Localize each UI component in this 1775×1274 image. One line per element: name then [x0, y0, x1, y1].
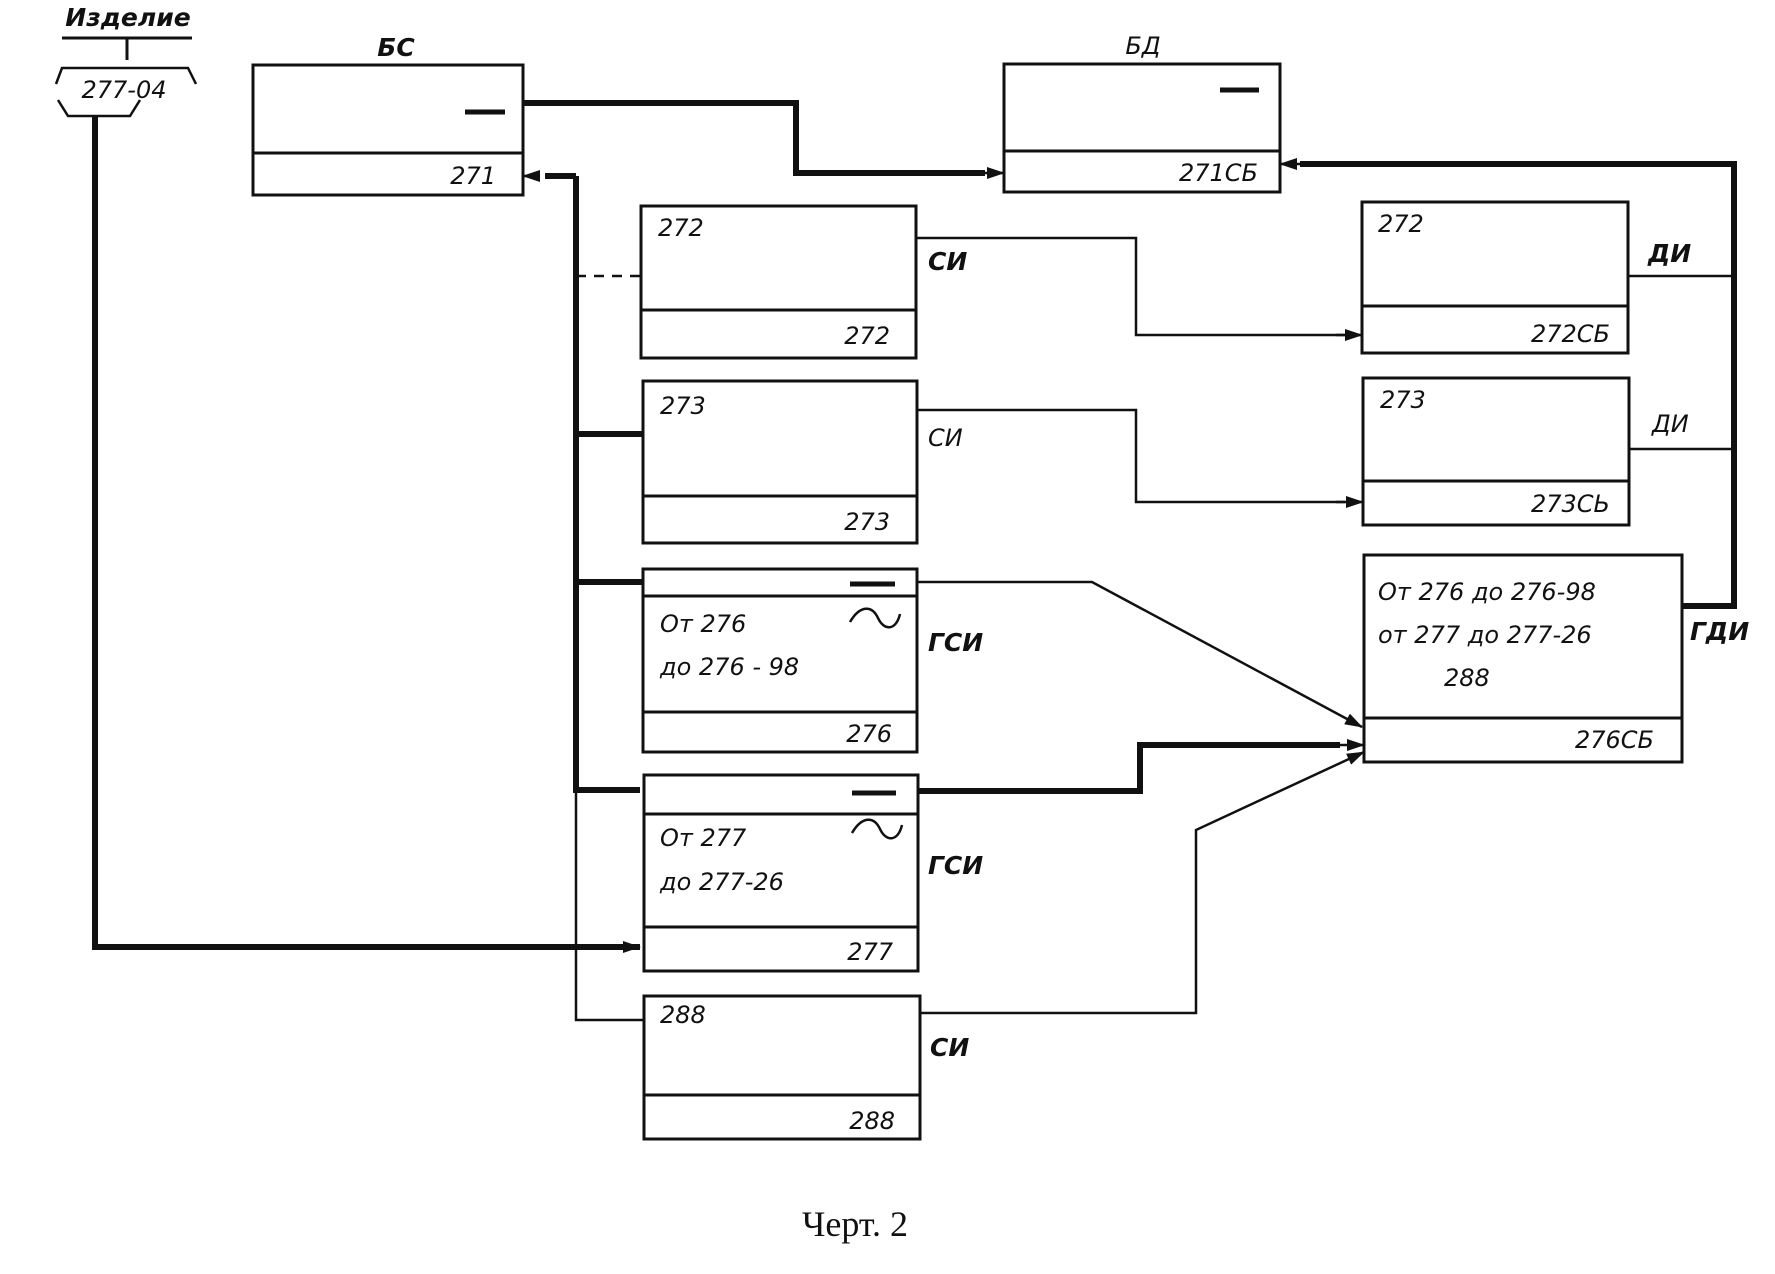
block-288-number: 288 [849, 1107, 895, 1135]
block-276-line2: до 276 - 98 [659, 653, 799, 681]
block-276sb-line3: 288 [1444, 664, 1490, 692]
block-276sb-line1: От 276 до 276-98 [1378, 578, 1596, 606]
wire-bs-bd [523, 100, 985, 176]
bs-number: 271 [450, 162, 496, 190]
ac-symbol [848, 607, 902, 629]
block-276-line1: От 276 [660, 610, 746, 638]
wire-right-bus [1300, 161, 1737, 609]
block-276sb-output: ГДИ [1690, 617, 1749, 646]
block-277: От 277 до 277-26 277 ГСИ [642, 773, 983, 973]
block-272sb: 272 272СБ ДИ [1360, 200, 1691, 355]
wire-product-277 [92, 116, 618, 950]
block-277-output: ГСИ [928, 851, 983, 880]
block-288-output: СИ [930, 1033, 969, 1062]
wire-277-276sb [918, 742, 1340, 794]
wire-273-273sb [917, 408, 1345, 504]
bd-title: БД [1125, 32, 1160, 60]
block-276sb: От 276 до 276-98 от 277 до 277-26 288 27… [1362, 553, 1749, 764]
block-272-number: 272 [844, 322, 890, 350]
connections [92, 100, 1737, 1022]
bs-title: БС [377, 33, 415, 62]
block-273sb-label: 273 [1380, 386, 1426, 414]
figure-caption: Черт. 2 [802, 1204, 908, 1244]
block-273: 273 273 СИ [641, 379, 963, 545]
block-272-output: СИ [928, 247, 967, 276]
block-272: 272 272 СИ [639, 204, 967, 360]
product-title: Изделие [65, 3, 190, 32]
block-273-output: СИ [928, 424, 963, 452]
block-273sb-number: 273СЬ [1531, 490, 1610, 518]
block-272-label: 272 [658, 214, 704, 242]
block-277-line1: От 277 [660, 824, 747, 852]
block-272sb-label: 272 [1378, 210, 1424, 238]
block-bd: БД 271СБ [1002, 32, 1282, 194]
block-272sb-output: ДИ [1647, 239, 1691, 268]
ac-symbol [850, 818, 904, 840]
block-276sb-line2: от 277 до 277-26 [1378, 621, 1592, 649]
block-276-output: ГСИ [928, 628, 983, 657]
wire-bus [573, 176, 640, 793]
block-273-number: 273 [844, 508, 890, 536]
block-277-number: 277 [847, 938, 894, 966]
block-272sb-number: 272СБ [1531, 320, 1610, 348]
product-code: 277-04 [81, 76, 166, 104]
block-bs: БС 271 [251, 33, 525, 197]
block-276-number: 276 [846, 720, 892, 748]
wire-276-276sb [917, 580, 1363, 729]
block-273-label: 273 [660, 392, 706, 420]
wire-bus-288 [574, 790, 644, 1022]
wire-272-272sb [916, 236, 1345, 337]
block-273sb: 273 273СЬ ДИ [1361, 376, 1689, 527]
block-288-label: 288 [660, 1001, 706, 1029]
product-connector: Изделие 277-04 [54, 3, 198, 118]
block-276sb-number: 276СБ [1575, 726, 1654, 754]
block-288: 288 288 СИ [642, 994, 969, 1141]
block-277-line2: до 277-26 [659, 868, 784, 896]
bd-number: 271СБ [1179, 159, 1258, 187]
block-276: От 276 до 276 - 98 276 ГСИ [641, 567, 983, 754]
wire-288-276sb [920, 750, 1365, 1015]
block-273sb-output: ДИ [1651, 410, 1689, 438]
